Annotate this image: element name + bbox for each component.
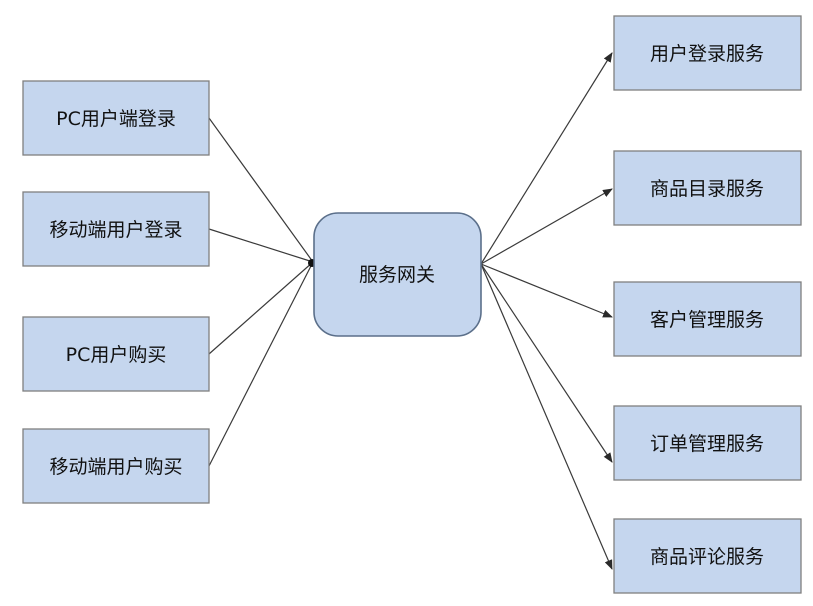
edge-gateway-to-service-1	[480, 52, 613, 265]
edge-client-2-to-gateway	[208, 228, 314, 263]
client-box-mobile-login: 移动端用户登录	[22, 191, 210, 267]
client-box-mobile-purchase: 移动端用户购买	[22, 428, 210, 504]
edge-gateway-to-service-3	[480, 263, 613, 318]
service-label: 客户管理服务	[650, 309, 764, 331]
service-box-product-catalog: 商品目录服务	[613, 150, 802, 226]
edge-gateway-to-service-5	[480, 263, 613, 570]
edge-client-4-to-gateway	[208, 261, 314, 467]
edge-gateway-to-service-2	[480, 188, 613, 265]
client-label: 移动端用户购买	[49, 456, 182, 478]
service-label: 订单管理服务	[650, 433, 764, 455]
client-label: PC用户端登录	[56, 108, 176, 130]
edge-gateway-to-service-4	[480, 263, 613, 463]
service-box-product-reviews: 商品评论服务	[613, 518, 802, 594]
service-box-order-management: 订单管理服务	[613, 405, 802, 481]
gateway-node: 服务网关	[313, 212, 482, 337]
client-edges	[208, 117, 316, 467]
service-label: 商品目录服务	[650, 178, 764, 200]
gateway-label: 服务网关	[359, 264, 435, 286]
service-edges	[480, 52, 613, 570]
service-box-customer-management: 客户管理服务	[613, 281, 802, 357]
client-label: PC用户购买	[66, 344, 167, 366]
client-box-pc-purchase: PC用户购买	[22, 316, 210, 392]
edge-client-3-to-gateway	[208, 261, 314, 355]
service-label: 用户登录服务	[650, 43, 764, 65]
client-label: 移动端用户登录	[49, 219, 182, 241]
client-box-pc-login: PC用户端登录	[22, 80, 210, 156]
edge-client-1-to-gateway	[208, 117, 314, 263]
service-box-user-login: 用户登录服务	[613, 15, 802, 91]
service-label: 商品评论服务	[650, 546, 764, 568]
